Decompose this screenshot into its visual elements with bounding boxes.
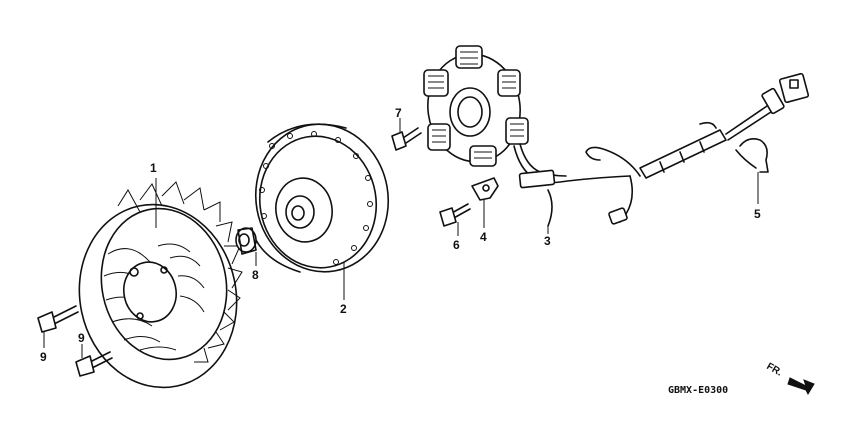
- leader-lines: [43, 118, 759, 358]
- callout-2: 2: [340, 302, 347, 316]
- diagram-code: GBMX-E0300: [668, 385, 728, 396]
- flange-bolt-icon: [37, 127, 471, 377]
- callout-9-upper: 9: [40, 350, 47, 364]
- harness-clamp-icon: [735, 138, 769, 173]
- front-direction-arrow-icon: FR.: [765, 361, 815, 396]
- callout-5: 5: [754, 207, 761, 221]
- cooling-fan-icon: [78, 181, 243, 389]
- direction-label: FR.: [765, 361, 785, 379]
- wire-bracket-icon: [471, 177, 499, 201]
- callout-8: 8: [252, 268, 259, 282]
- stator-coil-icon: [423, 45, 529, 167]
- callout-7: 7: [395, 106, 402, 120]
- callout-4: 4: [480, 230, 487, 244]
- flange-nut-icon: [235, 227, 257, 255]
- callout-1: 1: [150, 161, 157, 175]
- flywheel-icon: [254, 123, 390, 273]
- wire-harness-icon: [513, 72, 810, 227]
- callout-9-lower: 9: [78, 331, 85, 345]
- callout-6: 6: [453, 238, 460, 252]
- callout-3: 3: [544, 234, 551, 248]
